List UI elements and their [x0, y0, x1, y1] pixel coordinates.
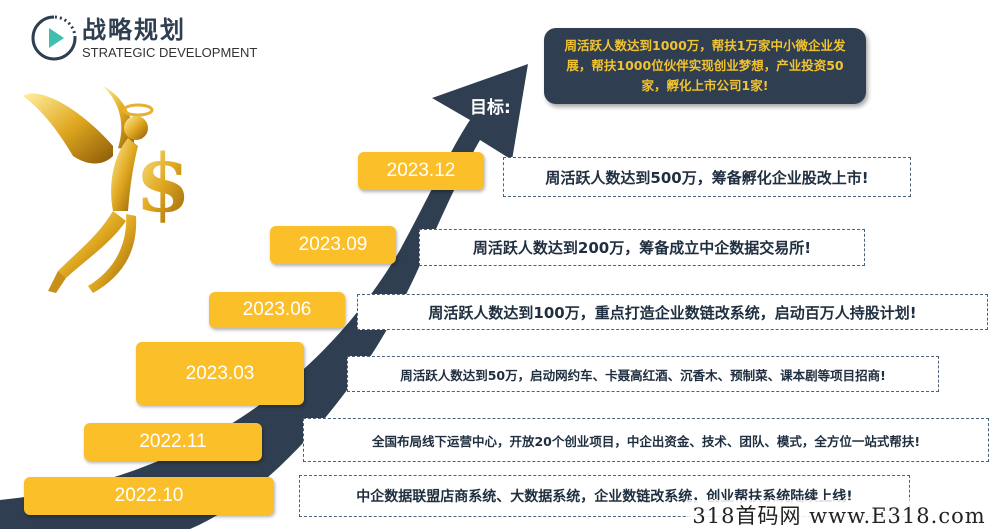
milestone-date-2022-10: 2022.10: [24, 477, 274, 515]
milestone-text-2023-12: 周活跃人数达到500万，筹备孵化企业股改上市!: [503, 157, 911, 197]
play-logo-icon: [31, 15, 77, 61]
milestone-date-2023-12: 2023.12: [358, 152, 484, 190]
milestone-text-2022-10: 中企数据联盟店商系统、大数据系统，企业数链改系统，创业帮扶系统陆续上线!: [299, 475, 910, 517]
watermark: 318首码网 www.E318.com: [688, 500, 990, 529]
page-subtitle: STRATEGIC DEVELOPMENT: [82, 45, 258, 60]
svg-text:$: $: [135, 136, 191, 230]
milestone-text-2023-06: 周活跃人数达到100万，重点打造企业数链改系统，启动百万人持股计划!: [357, 294, 988, 330]
milestone-date-2023-06: 2023.06: [209, 292, 345, 328]
milestone-text-2022-11: 全国布局线下运营中心，开放20个创业项目，中企出资金、技术、团队、模式，全方位一…: [303, 418, 989, 462]
milestone-date-2023-09: 2023.09: [270, 226, 396, 264]
goal-box: 周活跃人数达到1000万，帮扶1万家中小微企业发展，帮扶1000位伙伴实现创业梦…: [544, 28, 866, 104]
milestone-date-2022-11: 2022.11: [84, 423, 262, 461]
milestone-text-2023-09: 周活跃人数达到200万，筹备成立中企数据交易所!: [419, 229, 865, 266]
milestone-text-2023-03: 周活跃人数达到50万，启动网约车、卡聂高红酒、沉香木、预制菜、课本剧等项目招商!: [347, 356, 939, 392]
golden-angel-dollar-icon: $: [23, 86, 191, 293]
goal-label: 目标:: [470, 98, 511, 118]
page-title: 战略规划: [82, 16, 186, 44]
milestone-date-2023-03: 2023.03: [136, 342, 304, 405]
